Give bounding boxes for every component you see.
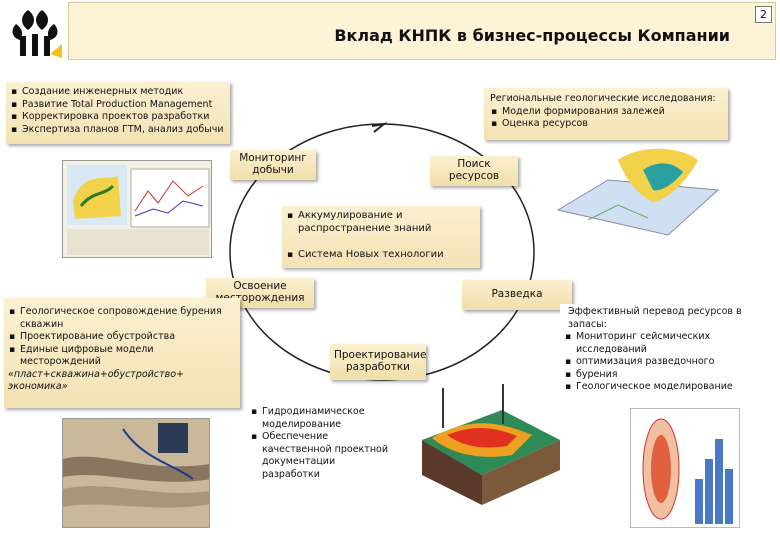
top-right-box: Региональные геологические исследования:… xyxy=(484,88,728,140)
list-item: Модели формирования залежей xyxy=(490,106,722,119)
right-box: Эффективный перевод ресурсов в запасы: М… xyxy=(560,304,778,408)
box-heading: Региональные геологические исследования: xyxy=(490,93,722,106)
list-item: Геологическое моделирование xyxy=(564,381,774,394)
list-item: Корректировка проектов разработки xyxy=(10,111,226,124)
list-item: оптимизация разведочного xyxy=(564,356,774,369)
list-item: Геологическое сопровождение бурения сква… xyxy=(8,306,236,331)
list-item: Оценка ресурсов xyxy=(490,118,722,131)
list-item: Аккумулирование и распространение знаний xyxy=(286,210,476,235)
list-item: Создание инженерных методик xyxy=(10,86,226,99)
node-search: Поиск ресурсов xyxy=(430,156,518,186)
bottom-box: Гидродинамическое моделирование Обеспече… xyxy=(246,404,396,500)
top-left-box: Создание инженерных методик Развитие Tot… xyxy=(6,82,230,144)
center-box: Аккумулирование и распространение знаний… xyxy=(282,206,480,268)
reservoir-model-image xyxy=(412,380,562,512)
exploration-chart-image xyxy=(630,408,740,528)
node-design: Проектирование разработки xyxy=(330,344,426,380)
cycle-arrow-icon xyxy=(372,124,384,132)
list-item: Экспертиза планов ГТМ, анализ добычи xyxy=(10,124,226,137)
well-monitoring-image xyxy=(62,160,212,258)
geology-3d-image xyxy=(548,140,728,250)
list-item: Система Новых технологии xyxy=(286,249,476,262)
list-item: бурения xyxy=(564,369,774,382)
left-box: Геологическое сопровождение бурения сква… xyxy=(4,298,240,408)
list-item: Гидродинамическое моделирование xyxy=(250,406,392,431)
list-item: Развитие Total Production Management xyxy=(10,99,226,112)
list-item: Проектирование обустройства xyxy=(8,331,236,344)
list-item: Обеспечение качественной проектной докум… xyxy=(250,431,392,481)
node-exploration: Разведка xyxy=(462,280,572,310)
list-item: Мониторинг сейсмических исследований xyxy=(564,331,774,356)
list-item: Единые цифровые модели месторождений xyxy=(8,344,236,369)
drilling-section-image xyxy=(62,418,210,528)
box-footer: «пласт+скважина+обустройство+ экономика» xyxy=(8,369,236,394)
node-monitoring: Мониторинг добычи xyxy=(230,150,316,180)
box-heading: Эффективный перевод ресурсов в запасы: xyxy=(564,306,774,331)
